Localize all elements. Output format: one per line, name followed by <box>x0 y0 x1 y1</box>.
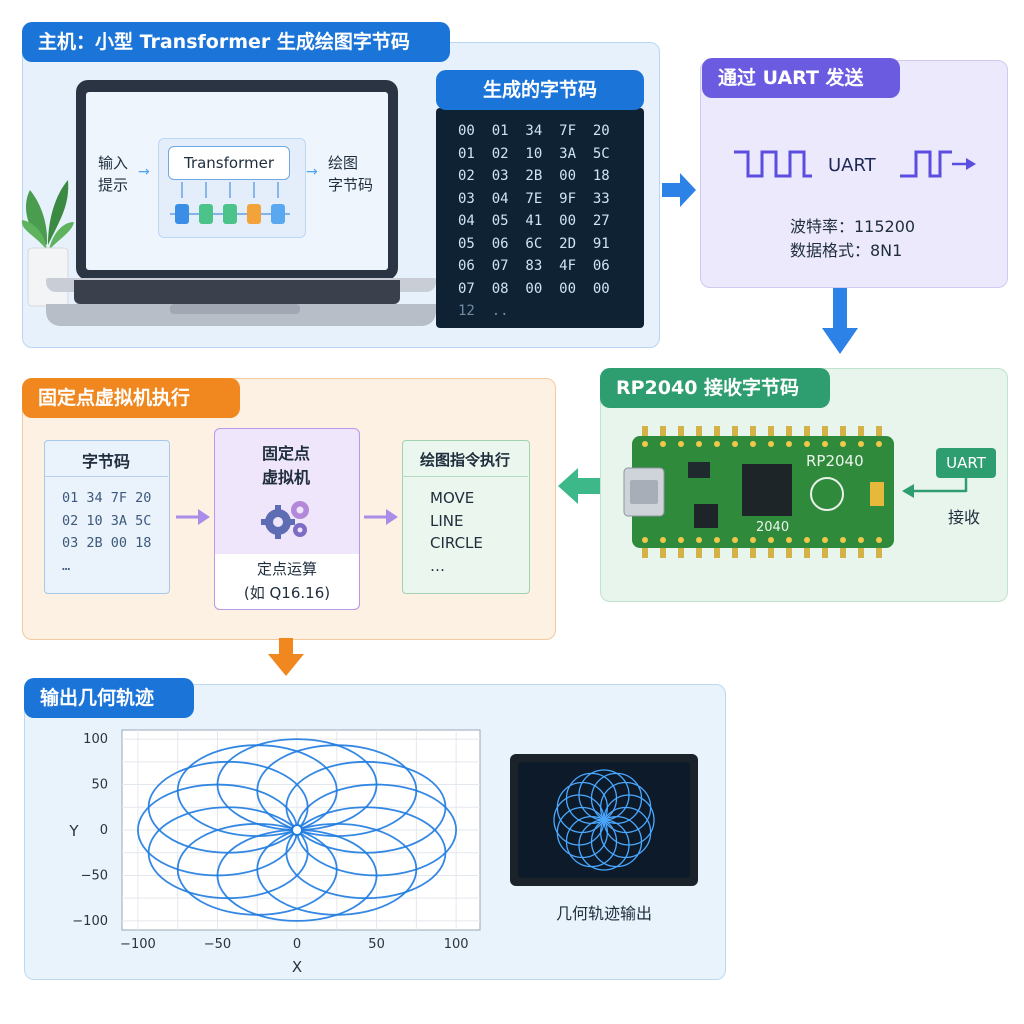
vm-bytecode-box-title: 字节码 <box>81 452 130 471</box>
vm-bytecode-line: 02 10 3A 5C <box>62 512 152 529</box>
baud-rate: 波特率：115200 <box>790 217 916 236</box>
bytecode-line: 02 03 2B 00 18 <box>458 168 610 184</box>
vm-bytecode-line: 01 34 7F 20 <box>62 490 152 506</box>
chip-label: RP2040 <box>806 452 864 470</box>
x-axis-label: X <box>292 958 302 976</box>
exec-line: … <box>430 556 445 575</box>
arrow-left-icon <box>902 478 968 498</box>
y-tick-label: −100 <box>72 914 108 929</box>
vm-box-sub2: (如 Q16.16) <box>243 584 331 602</box>
bytecode-line: 06 07 83 4F 06 <box>458 258 610 274</box>
laptop-input-label: 输入 提示 <box>98 154 129 194</box>
gear-icon <box>261 501 309 539</box>
vm-bytecode-line: … <box>62 557 71 574</box>
exec-lines: MOVE LINE CIRCLE … <box>430 487 483 577</box>
bytecode-lines: 00 01 34 7F 20 01 02 10 3A 5C 02 03 2B 00 … <box>458 120 610 323</box>
rp2040-board <box>623 426 894 558</box>
arrow-left-icon <box>558 468 600 504</box>
bytecode-line: 00 01 34 7F 20 <box>458 123 610 139</box>
rp2040-title: RP2040 接收字节码 <box>600 368 830 408</box>
bytecode-line: 03 04 7E 9F 33 <box>458 190 610 207</box>
host-title: 主机：小型 Transformer 生成绘图字节码 <box>22 22 450 62</box>
trajectory-center <box>291 824 304 836</box>
vm-bytecode-box <box>44 440 170 594</box>
exec-box <box>402 440 530 594</box>
receive-label: 接收 <box>948 508 981 527</box>
uart-input-tag: UART <box>936 448 996 478</box>
arrow-down-icon <box>268 638 304 676</box>
uart-signal-icon <box>734 150 976 178</box>
uart-panel <box>700 60 1008 288</box>
arrow-right-icon: → <box>306 164 318 180</box>
exec-line: CIRCLE <box>430 534 483 552</box>
mini-trajectory-circle <box>590 772 643 824</box>
transformer-label: Transformer <box>168 146 290 180</box>
bytecode-line: 05 06 6C 2D 91 <box>458 235 610 252</box>
bytecode-title: 生成的字节码 <box>436 70 644 110</box>
uart-signal-label: UART <box>828 155 876 176</box>
arrow-down-icon <box>822 288 858 354</box>
vm-box-title: 固定点 虚拟机 <box>261 444 310 487</box>
bytecode-line: 01 02 10 3A 5C <box>458 145 610 162</box>
x-tick-label: 0 <box>293 937 301 952</box>
bytecode-line: 04 05 41 00 27 <box>458 213 610 229</box>
y-tick-label: 50 <box>91 778 108 793</box>
bytecode-line: 07 08 00 00 00 <box>458 280 610 297</box>
arrow-right-icon: → <box>138 164 150 180</box>
uart-title: 通过 UART 发送 <box>702 58 900 98</box>
vm-bytecode-lines: 01 34 7F 20 02 10 3A 5C 03 2B 00 18 … <box>62 487 151 577</box>
bytecode-terminal <box>436 108 644 328</box>
laptop-output-label: 绘图 字节码 <box>328 154 374 194</box>
vm-box-sub1: 定点运算 <box>256 560 317 578</box>
arrow-right-icon <box>176 509 210 525</box>
y-tick-label: 100 <box>83 732 108 747</box>
x-tick-label: −50 <box>204 937 231 952</box>
vm-title: 固定点虚拟机执行 <box>22 378 240 418</box>
trajectory-circle <box>285 806 447 900</box>
y-tick-label: −50 <box>81 868 108 883</box>
y-tick-label: 0 <box>100 823 108 838</box>
exec-line: LINE <box>430 511 464 530</box>
display-caption: 几何轨迹输出 <box>555 904 652 923</box>
exec-line: MOVE <box>430 489 475 507</box>
arrow-right-icon <box>364 509 398 525</box>
x-tick-label: 50 <box>368 937 385 952</box>
data-format: 数据格式：8N1 <box>790 241 903 260</box>
mini-trajectory <box>553 769 655 871</box>
arrow-right-icon <box>662 173 696 207</box>
chip-small-label: 2040 <box>756 520 790 535</box>
vm-bytecode-line: 03 2B 00 18 <box>62 535 152 551</box>
x-tick-label: 100 <box>444 937 469 952</box>
trajectory-circle <box>256 823 418 916</box>
y-axis-label: Y <box>68 822 79 840</box>
bytecode-line: 12 .. <box>458 303 509 319</box>
token-blocks <box>170 182 290 224</box>
output-title: 输出几何轨迹 <box>24 678 194 718</box>
mini-trajectory-circle <box>600 781 652 834</box>
x-tick-label: −100 <box>120 937 156 952</box>
exec-box-title: 绘图指令执行 <box>419 451 510 469</box>
